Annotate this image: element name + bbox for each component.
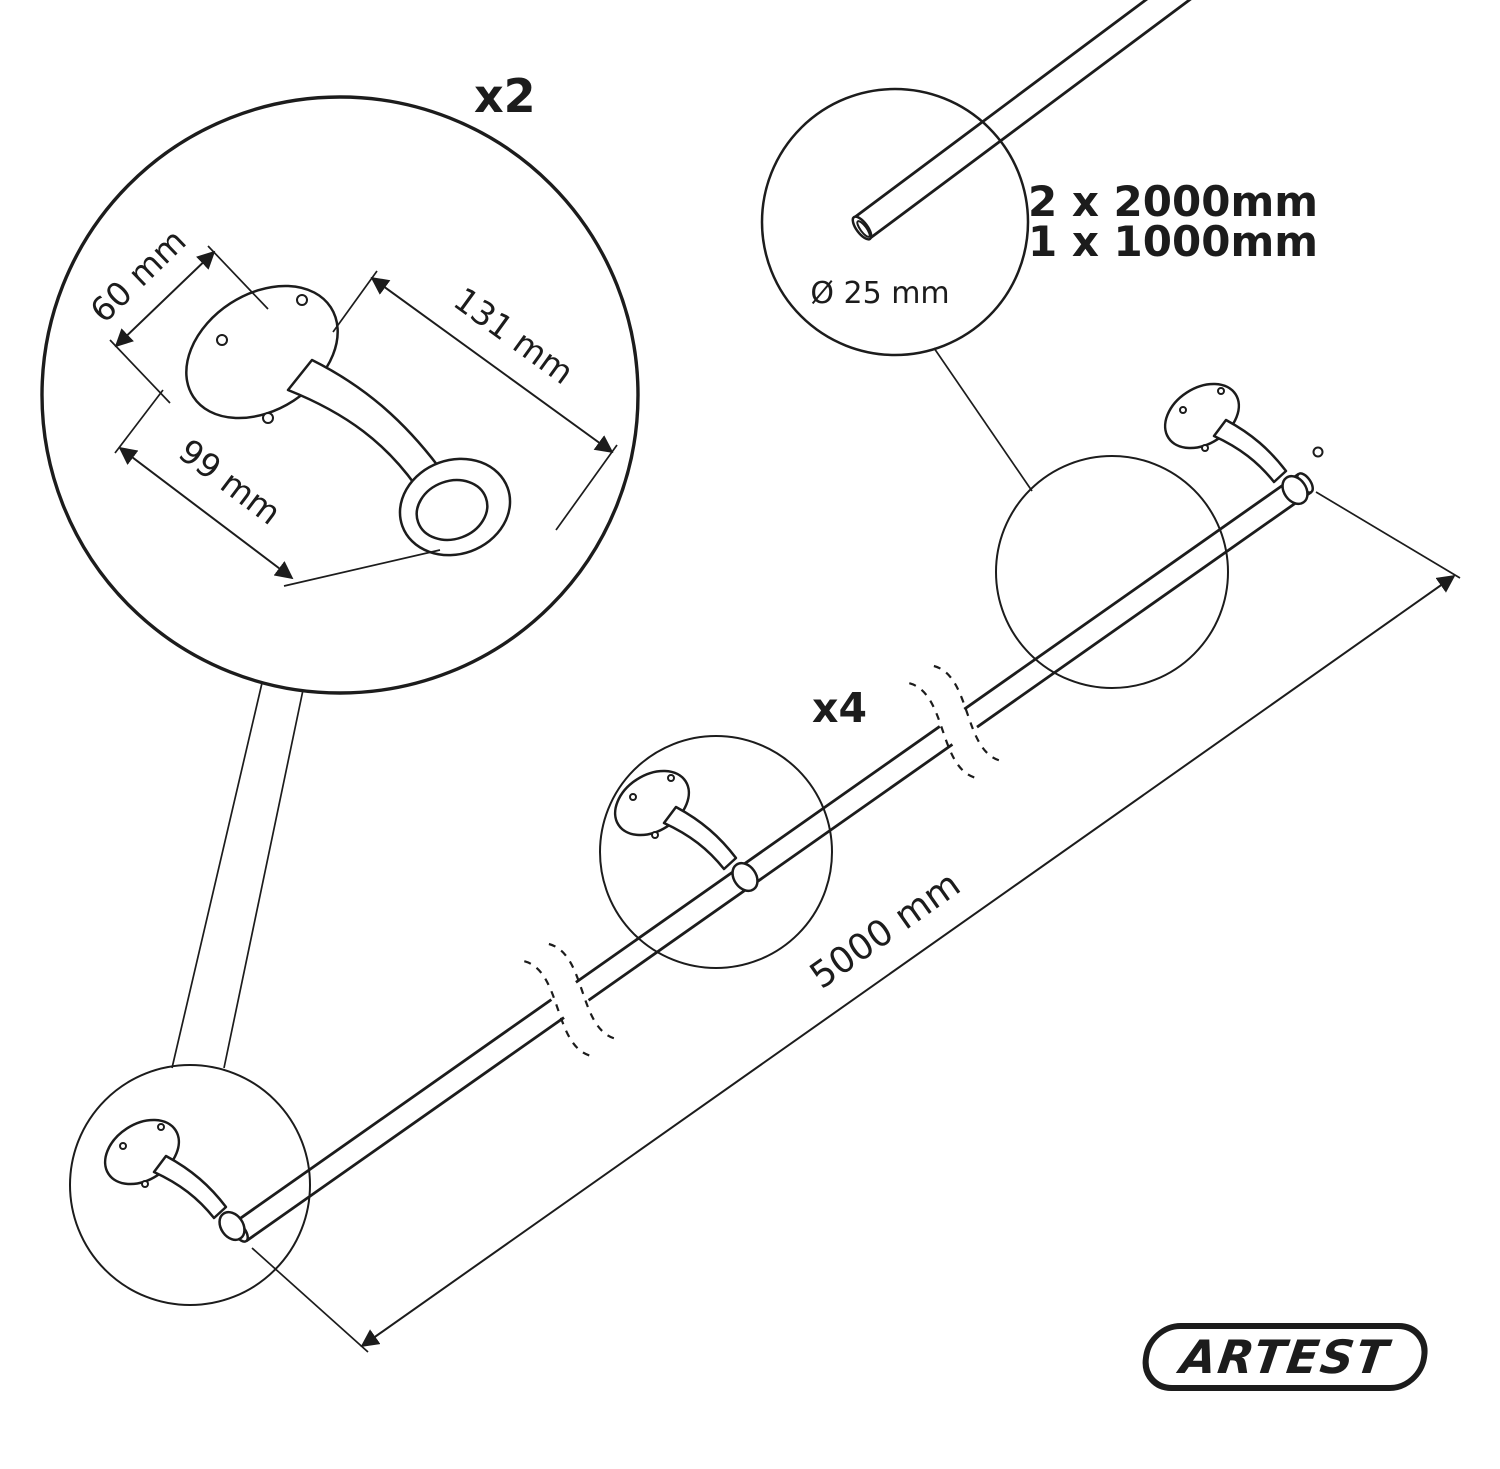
tube-end-cap-outer	[851, 215, 873, 241]
screw-hole-icon	[157, 1123, 165, 1131]
screw-hole-icon	[667, 774, 675, 782]
tube-detail-circle	[760, 87, 1030, 357]
tube-length-label-2: 1 x 1000mm	[1028, 217, 1318, 266]
dimension-arrow-line	[360, 574, 1456, 1348]
left-bracket-highlight-circle	[69, 1064, 311, 1306]
extension-line	[283, 549, 441, 587]
screw-hole-icon	[119, 1142, 127, 1150]
screw-hole-icon	[1201, 444, 1209, 452]
rail-break-symbol-2	[523, 942, 617, 1058]
tube-drawing	[851, 0, 1192, 241]
screw-hole-icon	[651, 831, 659, 839]
tube-diameter-label: Ø 25 mm	[810, 276, 949, 311]
brand-logo: ARTEST	[1142, 1323, 1428, 1391]
extension-line	[207, 245, 269, 310]
break-mask	[524, 944, 616, 1056]
right-rail-highlight-circle	[995, 455, 1229, 689]
tube-detail-view: Ø 25 mm	[760, 0, 1192, 357]
dimension-arrow-line	[370, 276, 614, 454]
brand-logo-text: ARTEST	[1174, 1330, 1394, 1384]
rail-break-symbol-1	[908, 664, 1002, 780]
bracket-collar	[218, 1210, 246, 1242]
extension-line	[109, 339, 171, 404]
break-mask	[909, 666, 1001, 778]
detail-quantity-label: x2	[474, 69, 536, 123]
tube-length-label-1: 2 x 2000mm	[1028, 177, 1318, 226]
screw-hole-icon	[1312, 446, 1324, 458]
extension-line	[332, 270, 378, 333]
extension-line	[1315, 491, 1461, 579]
detail-leader-line-2	[223, 689, 304, 1069]
screw-hole-icon	[262, 412, 274, 424]
detail-leader-line-1	[171, 682, 263, 1069]
tube-edge-bottom	[868, 0, 1192, 240]
rail-bracket-left	[103, 1118, 246, 1242]
bracket-quantity-label: x4	[812, 684, 867, 732]
bracket-ring-inner	[415, 478, 489, 542]
tube-end-cap-inner	[856, 220, 871, 238]
bracket-stem	[1212, 418, 1288, 484]
screw-hole-icon	[296, 294, 308, 306]
bracket-collar	[1281, 474, 1309, 506]
brand-logo-outline	[1142, 1323, 1428, 1391]
screw-hole-icon	[629, 793, 637, 801]
tube-leader-line	[933, 347, 1033, 492]
extension-line	[251, 1247, 369, 1353]
rail-assembly: x4 5000 mm	[69, 347, 1461, 1353]
screw-hole-icon	[216, 334, 228, 346]
screw-hole-icon	[141, 1180, 149, 1188]
screw-hole-icon	[1217, 387, 1225, 395]
extension-line	[114, 389, 164, 454]
dimension-arrow-line	[118, 446, 294, 580]
rail-bracket-right	[1163, 382, 1324, 506]
extension-line	[555, 444, 618, 531]
screw-hole-icon	[1179, 406, 1187, 414]
bracket-detail-view: x2 60 mm 131 mm	[40, 69, 640, 695]
bracket-stem	[152, 1154, 228, 1220]
detail-bracket-drawing	[185, 284, 512, 557]
tube-edge-top	[853, 0, 1149, 219]
bracket-stem	[662, 805, 738, 871]
dimension-arrow-line	[114, 250, 216, 348]
bracket-collar	[731, 861, 759, 893]
